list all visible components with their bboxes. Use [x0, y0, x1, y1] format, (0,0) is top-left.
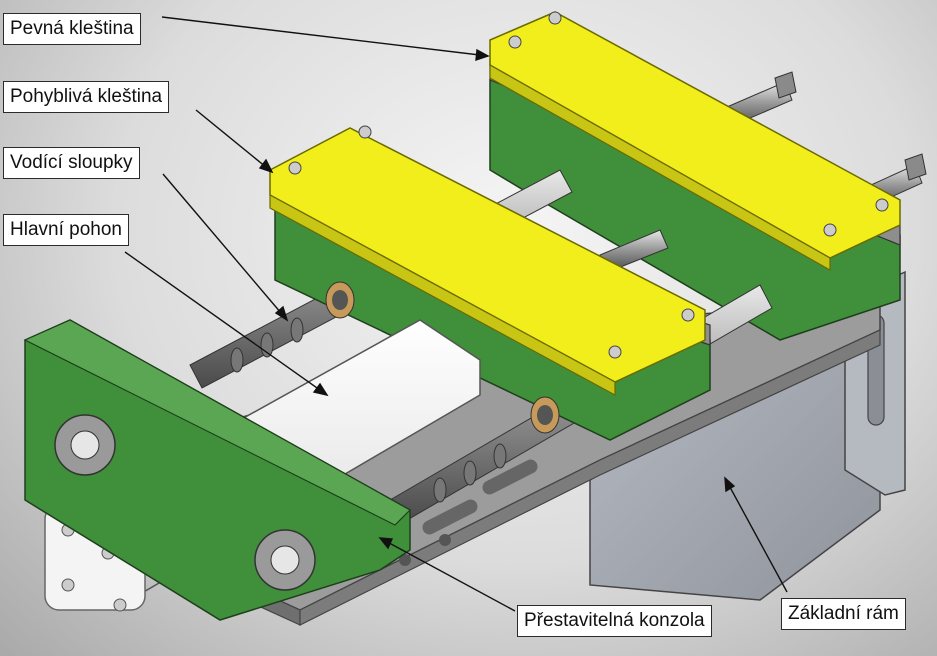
- callout-movable-jaw: Pohyblivá kleština: [3, 81, 170, 113]
- callout-base-frame: Základní rám: [781, 598, 906, 630]
- callout-adjustable-bracket: Přestavitelná konzola: [517, 605, 712, 637]
- callout-main-drive: Hlavní pohon: [3, 214, 129, 246]
- movable-jaw-plate: [269, 125, 706, 397]
- leader-lines: [124, 16, 788, 612]
- adjustable-bracket: [23, 319, 411, 621]
- fixed-jaw-plate: [489, 11, 901, 272]
- callout-fixed-jaw: Pevná kleština: [3, 13, 141, 45]
- callout-guide-columns: Vodící sloupky: [3, 147, 140, 179]
